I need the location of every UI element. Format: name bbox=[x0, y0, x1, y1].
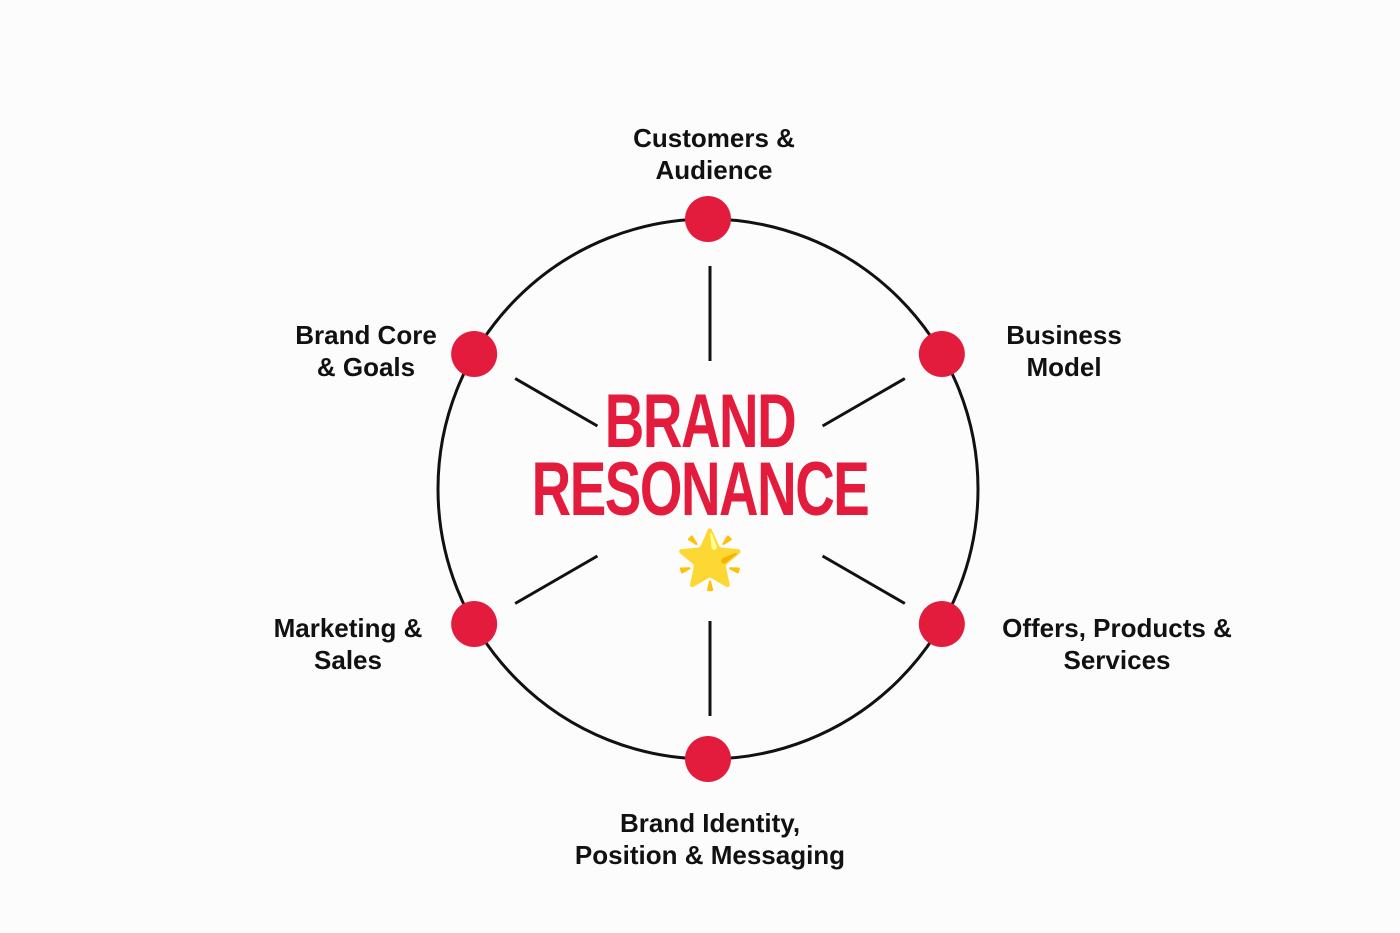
spoke-offers bbox=[821, 554, 906, 605]
node-dot-business-model bbox=[918, 331, 965, 377]
node-label-offers: Offers, Products & Services bbox=[1002, 613, 1232, 675]
node-label-brand-identity: Brand Identity, Position & Messaging bbox=[574, 808, 846, 870]
node-label-marketing: Marketing & Sales bbox=[273, 613, 423, 675]
node-dot-brand-identity bbox=[685, 736, 731, 782]
center-title: BRAND RESONANCE bbox=[466, 379, 934, 532]
node-dot-offers bbox=[918, 601, 965, 647]
node-dot-marketing bbox=[451, 601, 498, 647]
node-dot-brand-core bbox=[451, 331, 498, 377]
node-dot-customers bbox=[685, 196, 731, 242]
node-label-customers: Customers & Audience bbox=[633, 123, 795, 185]
spoke-marketing bbox=[514, 554, 599, 605]
spoke-brand-core bbox=[514, 377, 599, 428]
node-label-business-model: Business Model bbox=[1006, 320, 1122, 382]
node-label-brand-core: Brand Core & Goals bbox=[295, 320, 437, 382]
title-line-2: RESONANCE bbox=[531, 447, 870, 532]
spoke-business-model bbox=[821, 377, 906, 428]
glowing-star-icon: 🌟 bbox=[675, 527, 745, 592]
title-line-1: BRAND bbox=[604, 379, 797, 464]
